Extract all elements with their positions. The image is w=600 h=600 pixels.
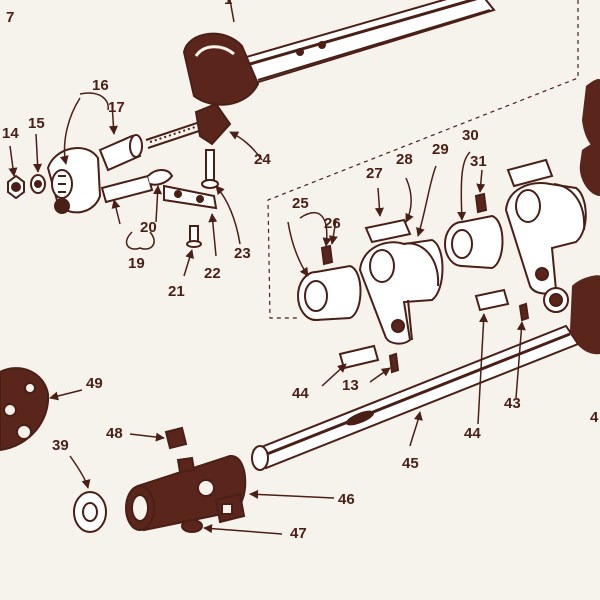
callout-1: 1: [224, 0, 232, 7]
callout-29: 29: [432, 141, 449, 158]
callout-45: 45: [402, 455, 419, 472]
rocker-parts: [297, 158, 587, 374]
callout-47: 47: [290, 525, 307, 542]
callout-13: 13: [342, 377, 359, 394]
callout-20: 20: [140, 219, 157, 236]
callout-15: 15: [28, 115, 45, 132]
leader-lines: [8, 92, 526, 535]
callout-44-left: 44: [292, 385, 309, 402]
dashed-boundary: [267, 0, 579, 319]
callout-28: 28: [396, 151, 413, 168]
callout-26: 26: [324, 215, 341, 232]
callout-25: 25: [292, 195, 309, 212]
callout-4: 4: [590, 409, 599, 426]
callout-44-right: 44: [464, 425, 481, 442]
callout-14: 14: [2, 125, 19, 142]
callout-7: 7: [6, 9, 15, 26]
callout-21: 21: [168, 283, 185, 300]
callout-49: 49: [86, 375, 103, 392]
callout-39: 39: [52, 437, 69, 454]
callout-31: 31: [470, 153, 487, 170]
callout-43: 43: [504, 395, 521, 412]
callout-48: 48: [106, 425, 123, 442]
callout-24: 24: [254, 151, 271, 168]
callout-16: 16: [92, 77, 109, 94]
callout-22: 22: [204, 265, 221, 282]
callout-46: 46: [338, 491, 355, 508]
callout-19: 19: [128, 255, 145, 272]
right-edge-parts: [570, 78, 600, 355]
callout-30: 30: [462, 127, 479, 144]
callout-27: 27: [366, 165, 383, 182]
callout-23: 23: [234, 245, 251, 262]
upper-shaft-assembly: [182, 0, 496, 106]
lower-shaft-assembly: [0, 324, 580, 533]
callout-17: 17: [108, 99, 125, 116]
